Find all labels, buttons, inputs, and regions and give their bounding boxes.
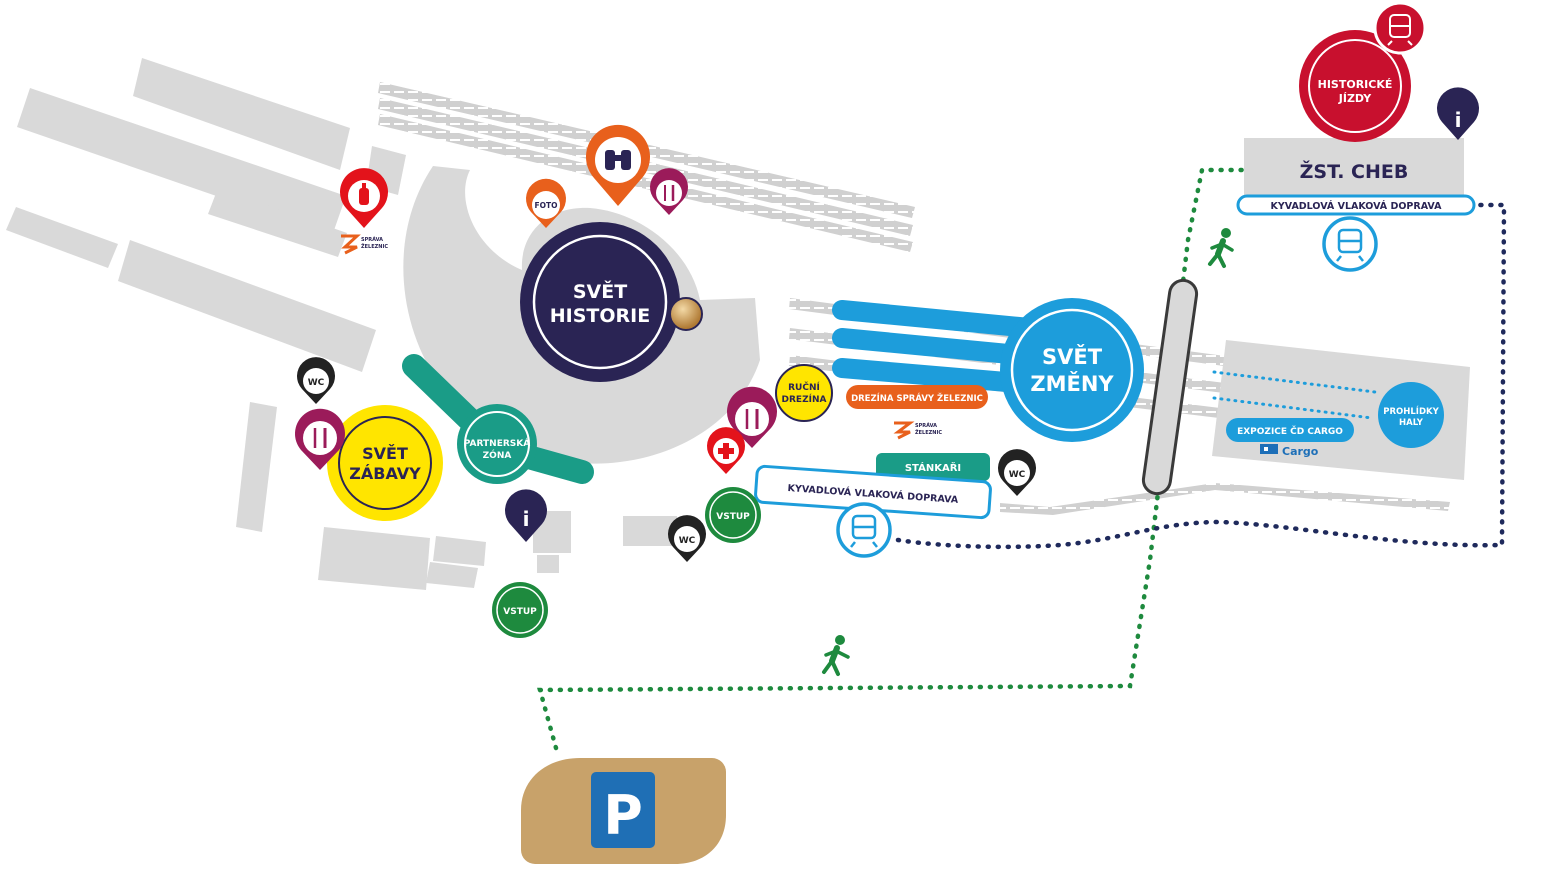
historic-train-icon (1373, 1, 1427, 55)
svet-zmeny-line1: SVĚT (1042, 344, 1103, 369)
svet-zabavy-zone[interactable]: SVĚT ZÁBAVY (327, 405, 443, 521)
foto-label: FOTO (535, 201, 558, 210)
historicke-line1: HISTORICKÉ (1318, 78, 1393, 91)
prohlidky-line1: PROHLÍDKY (1383, 405, 1439, 417)
cd-cargo-logo: Cargo (1260, 444, 1319, 458)
shuttle-label-top[interactable]: KYVADLOVÁ VLAKOVÁ DOPRAVA (1236, 194, 1476, 216)
sz-logo: SPRÁVA ŽELEZNIC (893, 421, 942, 440)
historicke-line2: JÍZDY (1338, 92, 1372, 105)
first-aid-icon[interactable] (707, 427, 745, 474)
svet-zmeny-zone[interactable]: SVĚT ZMĚNY (1000, 298, 1144, 442)
wc-right-label: WC (1009, 470, 1026, 480)
parking-letter: P (603, 784, 643, 847)
wc-icon[interactable]: WC (297, 357, 335, 404)
entrance-top-label: VSTUP (716, 512, 750, 522)
bronze-marker (669, 297, 703, 331)
info-icon[interactable]: i (1437, 87, 1480, 140)
svet-zabavy-line1: SVĚT (362, 444, 408, 463)
parking-icon (591, 772, 655, 848)
binoculars-icon[interactable] (586, 124, 650, 206)
sz-logo-2-line2: ŽELEZNIC (915, 428, 942, 436)
wc-left-label: WC (308, 378, 325, 388)
svet-historie-line1: SVĚT (573, 280, 627, 303)
stankari[interactable]: STÁNKAŘI (876, 453, 990, 481)
svet-historie-zone[interactable]: SVĚT HISTORIE (520, 222, 680, 382)
expozice-label: EXPOZICE ČD CARGO (1237, 425, 1343, 437)
svet-historie-line2: HISTORIE (550, 305, 650, 327)
restaurant-icon[interactable] (294, 408, 345, 470)
walker-icon (822, 635, 850, 676)
entrance-bottom-label: VSTUP (503, 607, 537, 617)
wc-icon[interactable]: WC (998, 449, 1036, 496)
cd-cargo-text: Cargo (1282, 445, 1319, 458)
station-building (1244, 138, 1464, 196)
parking-area[interactable]: P (521, 758, 726, 864)
svet-zabavy-line2: ZÁBAVY (349, 464, 421, 483)
sz-logo: SPRÁVA ŽELEZNIC (341, 234, 388, 255)
svet-zmeny-tracks (832, 300, 1040, 394)
sz-logo-1-line2: ŽELEZNIC (361, 242, 388, 250)
entrance-bottom[interactable]: VSTUP (492, 582, 548, 638)
info-icon[interactable]: i (504, 489, 547, 542)
info-letter: i (523, 507, 530, 531)
prohlidky-line2: HALY (1399, 418, 1424, 428)
entrance-top[interactable]: VSTUP (705, 487, 761, 543)
partnerska-line2: ZÓNA (483, 449, 512, 461)
expozice-cd-cargo[interactable]: EXPOZICE ČD CARGO (1226, 418, 1354, 442)
buildings-left (6, 58, 677, 590)
foto-marker[interactable]: FOTO (525, 178, 566, 228)
drezina-szel[interactable]: DREZÍNA SPRÁVY ŽELEZNIC (846, 385, 988, 409)
wc-icon[interactable]: WC (668, 515, 706, 562)
wc-bottom-label: WC (679, 536, 696, 546)
partnerska-zona[interactable]: PARTNERSKÁ ZÓNA (402, 354, 594, 484)
restaurant-icon[interactable] (727, 386, 777, 448)
shuttle-path-navy (895, 202, 1507, 550)
train-icon[interactable] (836, 502, 892, 558)
historicke-jizdy-zone[interactable]: HISTORICKÉ JÍZDY (1299, 30, 1411, 142)
expo-path-dotted (1212, 370, 1377, 420)
sz-logo-2-line1: SPRÁVA (915, 422, 937, 429)
stankari-label: STÁNKAŘI (905, 461, 961, 474)
walker-icon (1208, 228, 1234, 268)
rucni-line2: DREZÍNA (782, 393, 827, 405)
sz-logo-1-line1: SPRÁVA (361, 236, 383, 243)
prohlidky-haly-zone[interactable]: PROHLÍDKY HALY (1378, 382, 1444, 448)
station-label: ŽST. CHEB (1300, 160, 1409, 183)
walking-path-green (537, 167, 1247, 751)
partnerska-line1: PARTNERSKÁ (464, 437, 530, 449)
train-icon[interactable] (1322, 216, 1378, 272)
drezina-label: DREZÍNA SPRÁVY ŽELEZNIC (851, 392, 983, 404)
shuttle-label-mid[interactable]: KYVADLOVÁ VLAKOVÁ DOPRAVA (754, 464, 992, 520)
info-letter-2: i (1455, 108, 1462, 132)
shuttle-top-text: KYVADLOVÁ VLAKOVÁ DOPRAVA (1271, 200, 1443, 212)
fire-extinguisher-icon[interactable] (340, 168, 389, 228)
svet-zmeny-line2: ZMĚNY (1030, 371, 1114, 396)
restaurant-icon[interactable] (650, 168, 689, 215)
rucni-line1: RUČNÍ (788, 381, 820, 393)
rucni-drezina[interactable]: RUČNÍ DREZÍNA (775, 364, 833, 422)
footbridge (1141, 278, 1199, 496)
